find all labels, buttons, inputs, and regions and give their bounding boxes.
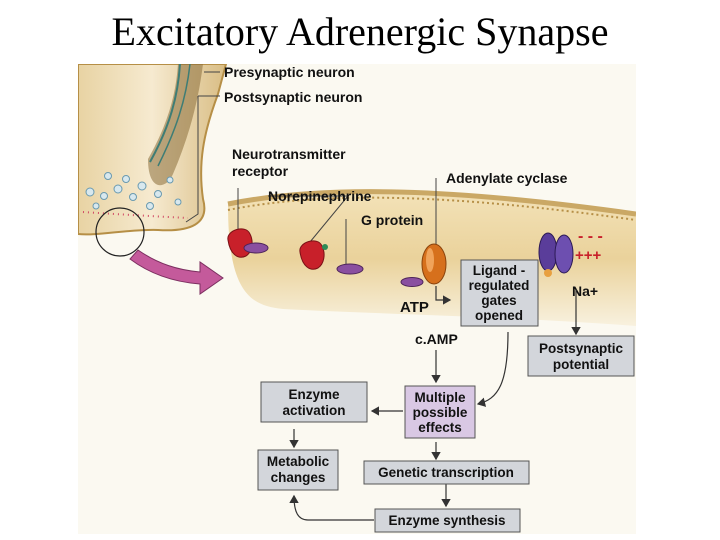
box-enzyme-synthesis: Enzyme synthesis [374,508,521,533]
receptor-2 [299,240,328,270]
g-protein-shape [336,263,364,275]
box-ligand-gates: Ligand - regulated gates opened [460,259,539,327]
synapse-highlight-circle [95,207,145,257]
genetic-transcription-text: Genetic transcription [378,465,514,480]
label-postsynaptic-neuron: Postsynaptic neuron [224,89,362,105]
multiple-effects-line-3: effects [418,420,462,435]
ligand-gates-line-1: Ligand - [473,263,526,278]
ion-channel-shape [538,232,574,277]
ligand-gates-line-2: regulated [469,278,530,293]
box-multiple-effects: Multiple possible effects [404,385,476,439]
ligand-gates-line-4: opened [475,308,523,323]
label-camp: c.AMP [415,331,458,347]
zoom-arrow [129,249,224,295]
plus-charge-signs: +++ [575,247,602,264]
metabolic-changes-line-1: Metabolic [267,454,330,469]
label-na-plus: Na+ [572,283,598,299]
leader-lines [185,71,437,264]
flow-arrows [289,286,581,521]
adenylate-cyclase-shape [400,243,447,287]
synaptic-vesicles [85,172,182,210]
postsynaptic-potential-line-1: Postsynaptic [539,341,624,356]
postsynaptic-potential-line-2: potential [553,357,609,372]
synapse-diagram: - - - +++ Presynaptic neuron Postsynapti… [78,64,636,534]
label-atp: ATP [400,299,429,316]
membrane-dots [227,196,636,221]
receptor-1 [227,228,269,258]
box-metabolic-changes: Metabolic changes [257,449,339,491]
box-postsynaptic-potential: Postsynaptic potential [527,335,635,377]
label-norepinephrine: Norepinephrine [268,188,372,204]
membrane-top-edge [227,189,636,217]
box-genetic-transcription: Genetic transcription [363,460,530,485]
metabolic-changes-line-2: changes [271,470,326,485]
label-g-protein: G protein [361,212,423,228]
multiple-effects-line-2: possible [413,405,468,420]
minus-charge-signs: - - - [578,228,603,245]
synapse-diagram-svg: - - - +++ Presynaptic neuron Postsynapti… [78,64,636,533]
label-neurotransmitter: Neurotransmitter [232,146,346,162]
slide-title: Excitatory Adrenergic Synapse [111,9,609,54]
enzyme-activation-line-1: Enzyme [288,387,340,402]
ligand-gates-line-3: gates [481,293,516,308]
enzyme-synthesis-text: Enzyme synthesis [388,513,505,528]
label-presynaptic-neuron: Presynaptic neuron [224,64,355,80]
label-adenylate-cyclase: Adenylate cyclase [446,170,568,186]
label-receptor: receptor [232,163,289,179]
box-enzyme-activation: Enzyme activation [260,381,368,423]
multiple-effects-line-1: Multiple [415,390,466,405]
enzyme-activation-line-2: activation [282,403,345,418]
